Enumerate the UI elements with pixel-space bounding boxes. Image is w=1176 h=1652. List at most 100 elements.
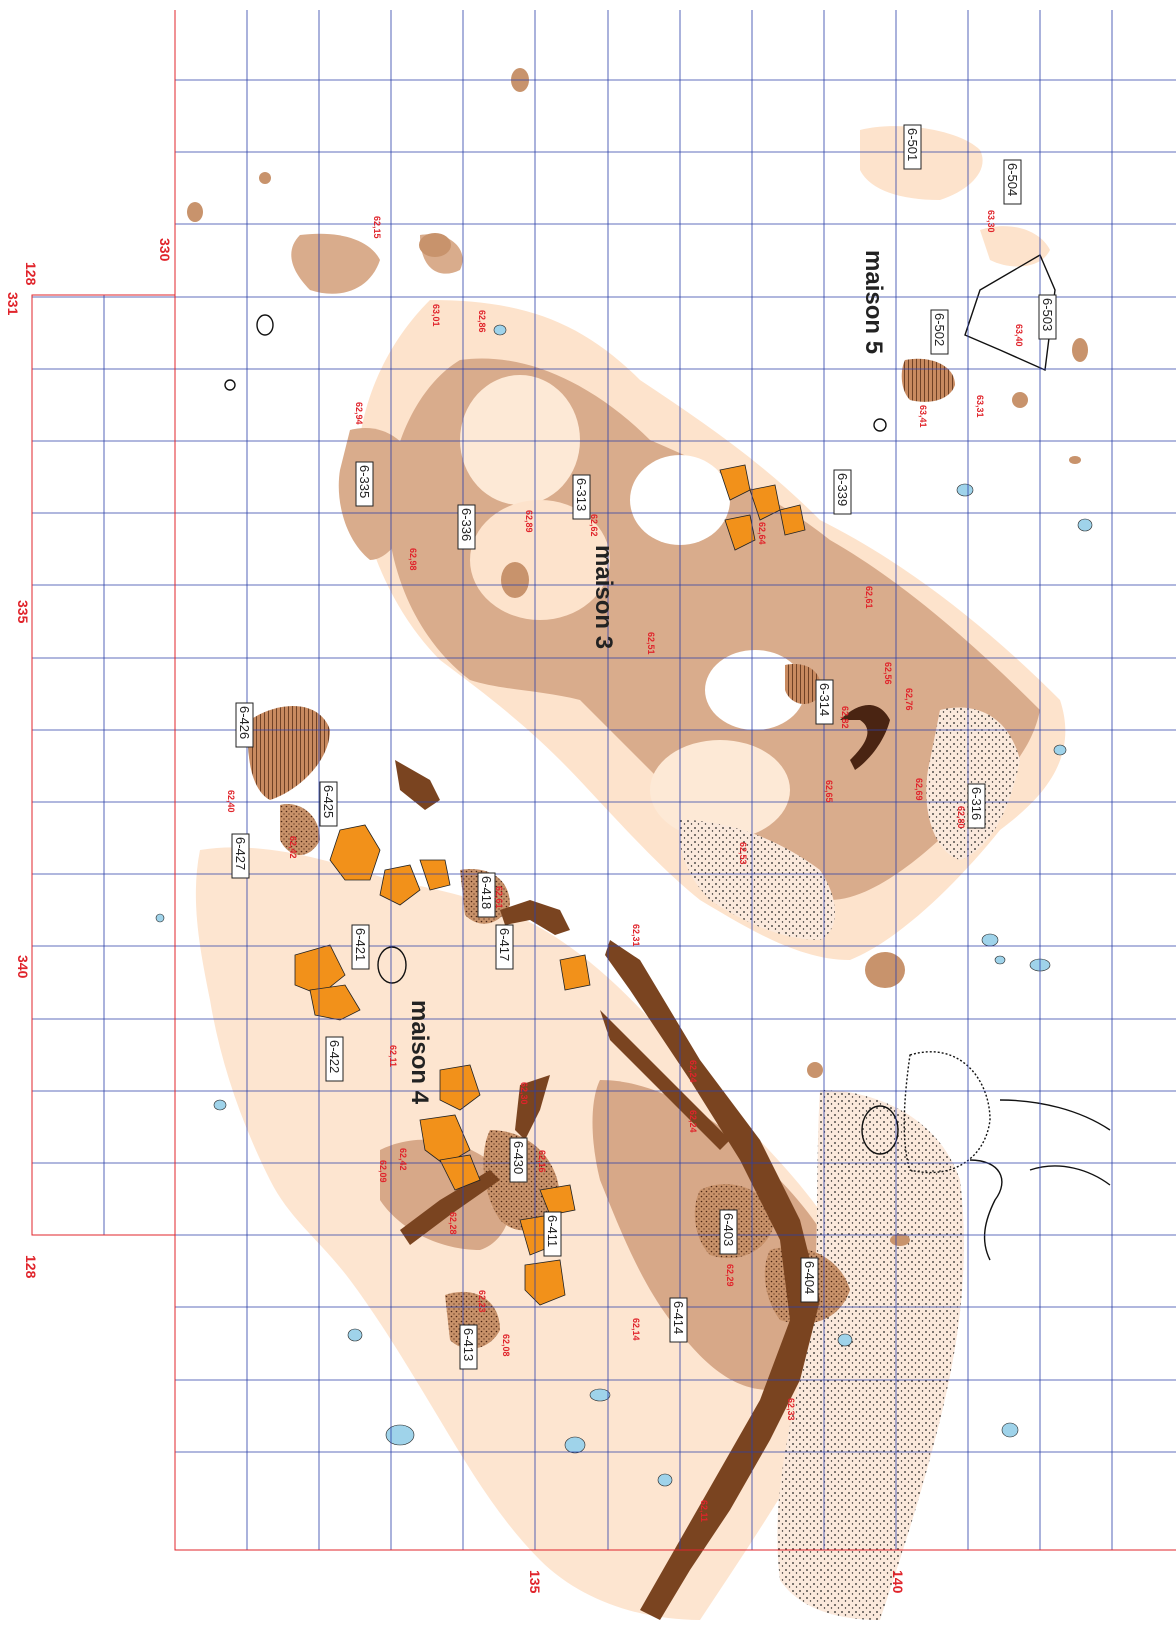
feature-label-6-335: 6-335 [355, 461, 374, 507]
feature-label-6-316: 6-316 [967, 783, 986, 829]
elevation-label: 62,29 [725, 1264, 735, 1287]
feature-label-text: 6-339 [835, 473, 850, 506]
feature-label-box [509, 1137, 528, 1183]
axis-label-140: 140 [890, 1570, 906, 1594]
elevation-label: 62,11 [388, 1045, 398, 1067]
feature-label-6-502: 6-502 [930, 309, 949, 355]
feature-label-6-336: 6-336 [457, 504, 476, 550]
wall-north-maison4 [395, 760, 440, 810]
elevation-label: 62,64 [757, 522, 767, 545]
elevation-label: 63,40 [1014, 324, 1024, 347]
elevation-label: 62,61 [864, 586, 874, 609]
feature-label-box [351, 924, 370, 970]
feature-label-6-417: 6-417 [495, 924, 514, 970]
elevation-label: 62,28 [448, 1212, 458, 1235]
floor-nw-cluster [291, 233, 380, 294]
feature-label-text: 6-421 [353, 928, 368, 961]
feature-label-box [967, 783, 986, 829]
wall-6-421-arc [400, 1170, 500, 1245]
feature-label-box [319, 781, 338, 827]
feature-label-box [1003, 159, 1022, 205]
feature-label-6-503: 6-503 [1038, 294, 1057, 340]
feature-label-6-421: 6-421 [351, 924, 370, 970]
hatch-6-426 [248, 706, 330, 800]
feature-label-box [833, 469, 852, 515]
house-labels: maison 5 maison 3 maison 4 [406, 250, 887, 1105]
walls [395, 705, 890, 1620]
elevation-label: 62,56 [883, 662, 893, 685]
axis-label-135: 135 [527, 1570, 543, 1594]
elevation-label: 62,09 [378, 1160, 388, 1183]
feature-label-text: 6-316 [969, 787, 984, 820]
floor-void [460, 375, 580, 505]
feature-label-box [231, 833, 250, 879]
axis-label-340: 340 [15, 955, 31, 979]
floor-void [705, 650, 805, 730]
axis-label-331: 331 [5, 292, 21, 316]
feature-label-text: 6-430 [511, 1141, 526, 1174]
feature-label-box [719, 1209, 738, 1255]
elevation-label: 62,24 [688, 1110, 698, 1133]
brown-stones [187, 68, 1088, 1246]
feature-label-box [325, 1036, 344, 1082]
wall-diagonal-2 [600, 1010, 730, 1150]
feature-label-6-501: 6-501 [903, 124, 922, 170]
axis-labels: 330 335 340 128 331 128 135 140 [5, 238, 906, 1594]
elevation-label: 62,14 [631, 1318, 641, 1341]
hatch-6-314 [785, 664, 821, 705]
elevation-label: 63,31 [975, 395, 985, 418]
feature-label-box [457, 504, 476, 550]
feature-label-text: 6-413 [461, 1328, 476, 1361]
feature-label-text: 6-417 [497, 928, 512, 961]
feature-label-box [669, 1297, 688, 1343]
feature-label-box [903, 124, 922, 170]
floor-6-335 [338, 428, 420, 560]
feature-label-text: 6-501 [905, 128, 920, 161]
feature-label-6-425: 6-425 [319, 781, 338, 827]
house-label-maison-4: maison 4 [406, 1000, 433, 1105]
feature-label-box [235, 702, 254, 748]
feature-label-box [815, 679, 834, 725]
feature-labels: 6-501 6-504 6-502 6-503 6-339 6-335 6-313 6-336… [231, 124, 1057, 1370]
axis-label-128-top: 128 [23, 262, 39, 286]
house-label-maison-5: maison 5 [860, 250, 887, 354]
feature-label-6-422: 6-422 [325, 1036, 344, 1082]
elevation-label: 62,42 [398, 1148, 408, 1171]
elevation-label: 62,08 [501, 1334, 511, 1357]
feature-label-6-413: 6-413 [459, 1324, 478, 1370]
feature-label-6-314: 6-314 [815, 679, 834, 725]
elevation-label: 62,65 [824, 780, 834, 803]
feature-label-text: 6-502 [932, 313, 947, 346]
elevation-label: 62,33 [786, 1398, 796, 1421]
elevation-label: 62,24 [688, 1060, 698, 1083]
elevation-label: 63,01 [431, 304, 441, 327]
feature-label-box [355, 461, 374, 507]
elevation-label: 62,30 [519, 1082, 529, 1105]
wall-6-314-arc [840, 705, 890, 770]
feature-label-text: 6-414 [671, 1301, 686, 1334]
feature-label-6-411: 6-411 [543, 1211, 562, 1257]
elevation-label: 62,23 [477, 1290, 487, 1313]
feature-label-6-313: 6-313 [572, 474, 591, 520]
feature-label-text: 6-418 [479, 876, 494, 909]
hatch-6-502 [901, 358, 955, 402]
feature-label-6-404: 6-404 [800, 1257, 819, 1303]
feature-label-6-427: 6-427 [231, 833, 250, 879]
elevation-label: 62,62 [589, 514, 599, 537]
feature-label-box [543, 1211, 562, 1257]
floor-void [650, 740, 790, 840]
axis-label-330: 330 [157, 238, 173, 262]
elevation-label: 62,82 [840, 706, 850, 729]
elevation-label: 62,76 [904, 688, 914, 711]
feature-label-text: 6-411 [545, 1215, 560, 1247]
feature-label-text: 6-427 [233, 837, 248, 870]
feature-label-box [930, 309, 949, 355]
feature-label-text: 6-426 [237, 706, 252, 739]
elevation-label: 63,30 [986, 210, 996, 233]
feature-label-box [1038, 294, 1057, 340]
elevation-label: 62,40 [226, 790, 236, 813]
feature-label-text: 6-335 [357, 465, 372, 498]
elevation-label: 63,41 [918, 405, 928, 428]
feature-label-text: 6-504 [1005, 163, 1020, 196]
